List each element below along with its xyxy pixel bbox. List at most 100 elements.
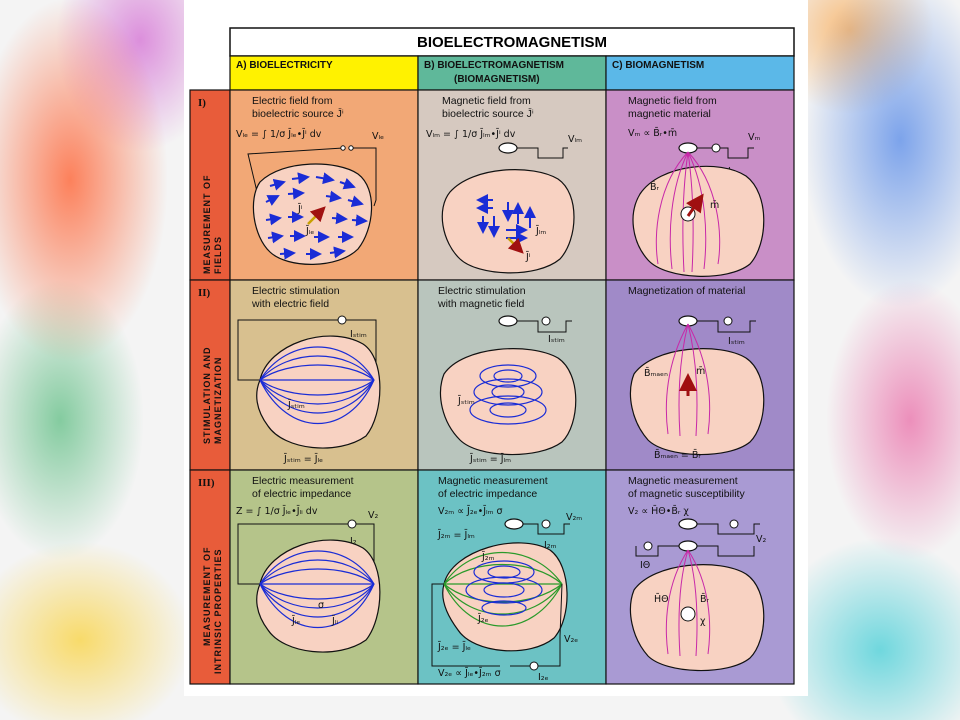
- r2c2-source: [541, 316, 551, 326]
- r2c3-caption-1: Magnetization of material: [628, 285, 745, 297]
- r1c3-body-volume: [632, 165, 765, 277]
- row-2-label-2: MAGNETIZATION: [213, 357, 223, 444]
- r2c3-b-label: B̄ₘₐₑₙ: [644, 367, 668, 379]
- r3c2-caption-1: Magnetic measurement: [438, 475, 548, 487]
- r2c3-i-label: Iₛₜᵢₘ: [728, 336, 745, 347]
- r1c2-lead-wire: [517, 147, 568, 159]
- r3c3-chi-label: χ: [700, 616, 706, 627]
- r2c1-caption-2: with electric field: [251, 298, 329, 310]
- r1c3-caption-1: Magnetic field from: [628, 95, 717, 107]
- r3c1-sigma-label: σ: [318, 600, 324, 611]
- r1c2-v-label: Vₗₘ: [568, 134, 582, 145]
- r1c1-v-label: Vₗₑ: [372, 131, 384, 142]
- r3c2-ize-label: I₂ₑ: [538, 672, 549, 683]
- cell-r2c2: Electric stimulation with magnetic field…: [437, 285, 577, 465]
- r1c3-lead-wire: [697, 147, 754, 159]
- row-3-label: MEASUREMENT OF: [202, 547, 212, 647]
- r3c1-jle-label: J̄ₗₑ: [291, 615, 300, 627]
- column-header-c: C) BIOMAGNETISM: [612, 60, 704, 71]
- r1c2-source-arrow: [507, 237, 524, 254]
- r1c3-b-label: B̄ᵣ: [650, 181, 660, 193]
- row-label-2-bg: [189, 279, 231, 471]
- r3c2-equation-3: J̄₂ₑ = J̄ₗₑ: [437, 641, 471, 653]
- r2c3-m-label: m̄: [696, 366, 705, 377]
- r1c3-v-label: Vₘ: [748, 132, 760, 143]
- r1c1-terminal-left: [340, 145, 346, 151]
- r2c1-i-label: Iₛₜᵢₘ: [350, 329, 367, 340]
- r1c3-magnetometer-coil: [678, 142, 698, 154]
- r3c3-caption-1: Magnetic measurement: [628, 475, 738, 487]
- r1c1-source-arrow: [307, 206, 326, 225]
- cell-r1c2: Magnetic field from bioelectric source J…: [426, 95, 582, 274]
- r3c3-caption-2: of magnetic susceptibility: [628, 488, 745, 500]
- r3c1-caption-2: of electric impedance: [252, 488, 351, 500]
- r3c2-equation-4: V₂ₑ ∝ J̄ₗₑ•J̄₂ₘ σ: [438, 667, 501, 679]
- r3c3-i-label: IΘ: [640, 560, 650, 571]
- r2c3-lead-wire: [697, 320, 756, 333]
- r3c3-coil-top: [678, 518, 698, 530]
- r2c1-body-volume: [256, 335, 381, 449]
- r3c2-equation: V₂ₘ ∝ J̄₂ₑ•J̄ₗₘ σ: [438, 505, 503, 517]
- r3c2-blue-loops: [465, 560, 543, 616]
- r3c2-caption-2: of electric impedance: [438, 488, 537, 500]
- r1c1-caption-1: Electric field from: [252, 95, 333, 107]
- r1c1-body-volume: [252, 163, 373, 265]
- r3c2-jzm-label: J̄₂ₘ: [481, 551, 495, 563]
- row-1-label: MEASUREMENT OF: [202, 175, 212, 275]
- title-bar: [229, 27, 795, 57]
- r2c2-i-label: Iₛₜᵢₘ: [548, 334, 565, 345]
- r1c2-jlm-label: J̄ₗₘ: [535, 225, 546, 237]
- r1c1-terminal-right: [348, 145, 354, 151]
- r1c2-caption-2: bioelectric source J̄ⁱ: [442, 107, 534, 120]
- r3c2-lead-wire-top: [523, 523, 570, 535]
- r2c1-j-label: J̄ₛₜᵢₘ: [287, 399, 305, 411]
- r1c1-j-label: J̄ⁱ: [297, 203, 303, 215]
- cell-r2c3: Magnetization of material Iₛₜᵢₘ B̄ₘₐₑₙ m…: [628, 285, 765, 461]
- r1c2-caption-1: Magnetic field from: [442, 95, 531, 107]
- r2c2-j-label: J̄ₛₜᵢₘ: [457, 395, 475, 407]
- r3c3-coil-bottom: [678, 540, 698, 552]
- r3c2-jze-label: J̄₂ₑ: [477, 613, 489, 625]
- row-1-label-2: FIELDS: [213, 236, 223, 274]
- r2c2-lead-wire: [517, 320, 572, 333]
- cell-r3c3: Magnetic measurement of magnetic suscept…: [628, 475, 766, 672]
- r2c3-source: [723, 316, 733, 326]
- r3c2-equation-2: J̄₂ₘ = J̄ₗₘ: [437, 529, 475, 541]
- r1c3-caption-2: magnetic material: [628, 108, 711, 120]
- r3c1-jli-label: J̄ₗᵢ: [331, 615, 338, 627]
- r3c3-source-top: [729, 519, 739, 529]
- r1c3-current-source: [711, 143, 721, 153]
- column-header-a: A) BIOELECTRICITY: [236, 60, 333, 71]
- r2c2-caption-2: with magnetic field: [437, 298, 525, 310]
- cell-r3c2: Magnetic measurement of electric impedan…: [431, 475, 582, 683]
- r3c2-source-bottom: [529, 661, 539, 671]
- row-2-label: STIMULATION AND: [202, 347, 212, 445]
- r2c2-stim-coil: [498, 315, 518, 327]
- r1c1-field-arrows: [265, 172, 368, 260]
- row-3-label-2: INTRINSIC PROPERTIES: [213, 548, 223, 674]
- r3c3-source-bottom: [643, 541, 653, 551]
- r3c3-equation: V₂ ∝ H̄Θ•B̄ᵣ χ: [628, 505, 689, 517]
- r3c1-v-label: V₂: [368, 510, 378, 521]
- column-header-b: B) BIOELECTROMAGNETISM: [424, 60, 564, 71]
- row-2-roman: II): [198, 287, 211, 299]
- row-3-roman: III): [198, 477, 215, 489]
- cell-r1c3: Magnetic field from magnetic material Vₘ…: [628, 95, 765, 277]
- r1c1-lead-wire: [247, 147, 377, 207]
- r3c2-coil: [504, 518, 524, 530]
- r3c2-source-top: [541, 519, 551, 529]
- r1c2-magnetometer-coil: [498, 142, 518, 154]
- r2c2-eddy-current-loops: [469, 364, 547, 425]
- r1c3-m-label: m̄: [710, 200, 719, 211]
- r2c1-caption-1: Electric stimulation: [252, 285, 340, 297]
- r3c3-h-label: H̄Θ: [654, 593, 669, 605]
- r2c2-body-volume: [439, 348, 577, 456]
- r2c2-caption-1: Electric stimulation: [438, 285, 526, 297]
- r3c2-vze-label: V₂ₑ: [564, 634, 578, 645]
- r1c2-j-label: J̄ⁱ: [525, 251, 531, 263]
- r1c2-body-volume: [441, 169, 575, 274]
- r2c1-equation: J̄ₛₜᵢₘ = J̄ₗₑ: [283, 453, 323, 465]
- r2c1-current-lines: [259, 346, 375, 425]
- r2c2-equation: J̄ₛₜᵢₘ = J̄ₗₘ: [469, 453, 511, 465]
- r1c1-equation: Vₗₑ = ∫ 1/σ J̄ₗₑ•J̄ⁱ dv: [236, 128, 322, 140]
